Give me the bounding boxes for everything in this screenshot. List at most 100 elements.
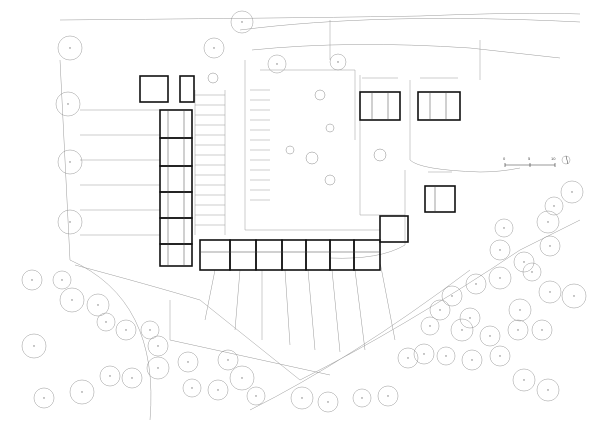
tree-trunk xyxy=(187,361,189,363)
tree-canopy xyxy=(99,365,121,387)
tree-trunk xyxy=(67,103,69,105)
tree-trunk xyxy=(469,317,471,319)
tree-trunk xyxy=(499,355,501,357)
site-lines xyxy=(59,13,581,421)
tree-trunk xyxy=(519,309,521,311)
south-building-row xyxy=(199,215,409,271)
tree-canopy xyxy=(420,316,440,336)
tree-canopy xyxy=(267,54,287,74)
tree-canopy xyxy=(229,365,255,391)
tree-trunk xyxy=(227,359,229,361)
tree-trunk xyxy=(445,355,447,357)
tree-canopy xyxy=(86,293,110,317)
tree-trunk xyxy=(149,329,151,331)
tree-canopy xyxy=(69,379,95,405)
tree-trunk xyxy=(461,329,463,331)
tree-trunk xyxy=(327,401,329,403)
tree-canopy xyxy=(352,388,372,408)
tree-trunk xyxy=(157,345,159,347)
parking-rows xyxy=(194,89,270,235)
tree-trunk xyxy=(499,277,501,279)
tree-trunk xyxy=(69,221,71,223)
tree-canopy xyxy=(21,269,43,291)
spot-markers xyxy=(207,72,387,186)
tree-canopy xyxy=(317,391,339,413)
tree-canopy xyxy=(507,319,529,341)
tree-trunk xyxy=(43,397,45,399)
tree-trunk xyxy=(241,377,243,379)
scale-tick-0: 0 xyxy=(503,156,506,161)
tree-trunk xyxy=(489,335,491,337)
tree-trunk xyxy=(549,291,551,293)
tree-trunk xyxy=(571,191,573,193)
tree-trunk xyxy=(105,321,107,323)
north-arrow-icon xyxy=(561,155,571,165)
tree-canopy xyxy=(536,210,560,234)
tree-trunk xyxy=(475,283,477,285)
tree-trunk xyxy=(276,63,278,65)
scale-tick-5: 5 xyxy=(528,156,531,161)
tree-canopy xyxy=(397,347,419,369)
scale-tick-10: 10 xyxy=(551,156,556,161)
tree-canopy xyxy=(146,356,170,380)
tree-trunk xyxy=(191,387,193,389)
tree-canopy xyxy=(21,333,47,359)
tree-canopy xyxy=(508,298,532,322)
tree-trunk xyxy=(523,261,525,263)
tree-trunk xyxy=(109,375,111,377)
tree-trunk xyxy=(81,391,83,393)
tree-trunk xyxy=(517,329,519,331)
tree-trunk xyxy=(301,397,303,399)
tree-canopy xyxy=(459,307,481,329)
tree-canopy xyxy=(57,209,83,235)
tree-trunk xyxy=(439,309,441,311)
tree-canopy xyxy=(488,266,512,290)
tree-canopy xyxy=(450,318,474,342)
tree-trunk xyxy=(499,249,501,251)
tree-canopy xyxy=(413,343,435,365)
tree-canopy xyxy=(560,180,584,204)
north-arrow-needle xyxy=(565,155,569,165)
tree-canopy xyxy=(52,270,72,290)
tree-trunk xyxy=(31,279,33,281)
tree-canopy xyxy=(531,319,553,341)
tree-trunk xyxy=(523,379,525,381)
tree-trunk xyxy=(451,295,453,297)
tree-canopy xyxy=(33,387,55,409)
tree-trunk xyxy=(69,47,71,49)
tree-canopy xyxy=(512,368,536,392)
tree-canopy xyxy=(140,320,160,340)
north-east-units xyxy=(359,77,461,213)
tree-canopy xyxy=(207,379,229,401)
tree-trunk xyxy=(423,353,425,355)
tree-canopy xyxy=(441,285,463,307)
tree-trunk xyxy=(553,205,555,207)
tree-trunk xyxy=(33,345,35,347)
tree-canopy xyxy=(429,299,451,321)
tree-trunk xyxy=(541,329,543,331)
tree-canopy xyxy=(217,349,239,371)
tree-trunk xyxy=(255,395,257,397)
tree-trunk xyxy=(213,47,215,49)
tree-canopy xyxy=(461,349,483,371)
tree-canopy xyxy=(290,386,314,410)
tree-trunk xyxy=(69,161,71,163)
tree-canopy xyxy=(246,386,266,406)
tree-canopy xyxy=(561,283,587,309)
garden-plots xyxy=(80,109,396,353)
trees xyxy=(21,10,587,413)
tree-canopy xyxy=(121,367,143,389)
tree-canopy xyxy=(57,149,83,175)
tree-trunk xyxy=(547,221,549,223)
tree-trunk xyxy=(387,395,389,397)
tree-trunk xyxy=(531,271,533,273)
tree-trunk xyxy=(471,359,473,361)
tree-canopy xyxy=(55,91,81,117)
west-building-row xyxy=(139,75,195,267)
tree-canopy xyxy=(465,273,487,295)
scale-bar: 0 5 10 xyxy=(503,155,571,167)
tree-canopy xyxy=(377,385,399,407)
tree-canopy xyxy=(203,37,225,59)
tree-trunk xyxy=(61,279,63,281)
